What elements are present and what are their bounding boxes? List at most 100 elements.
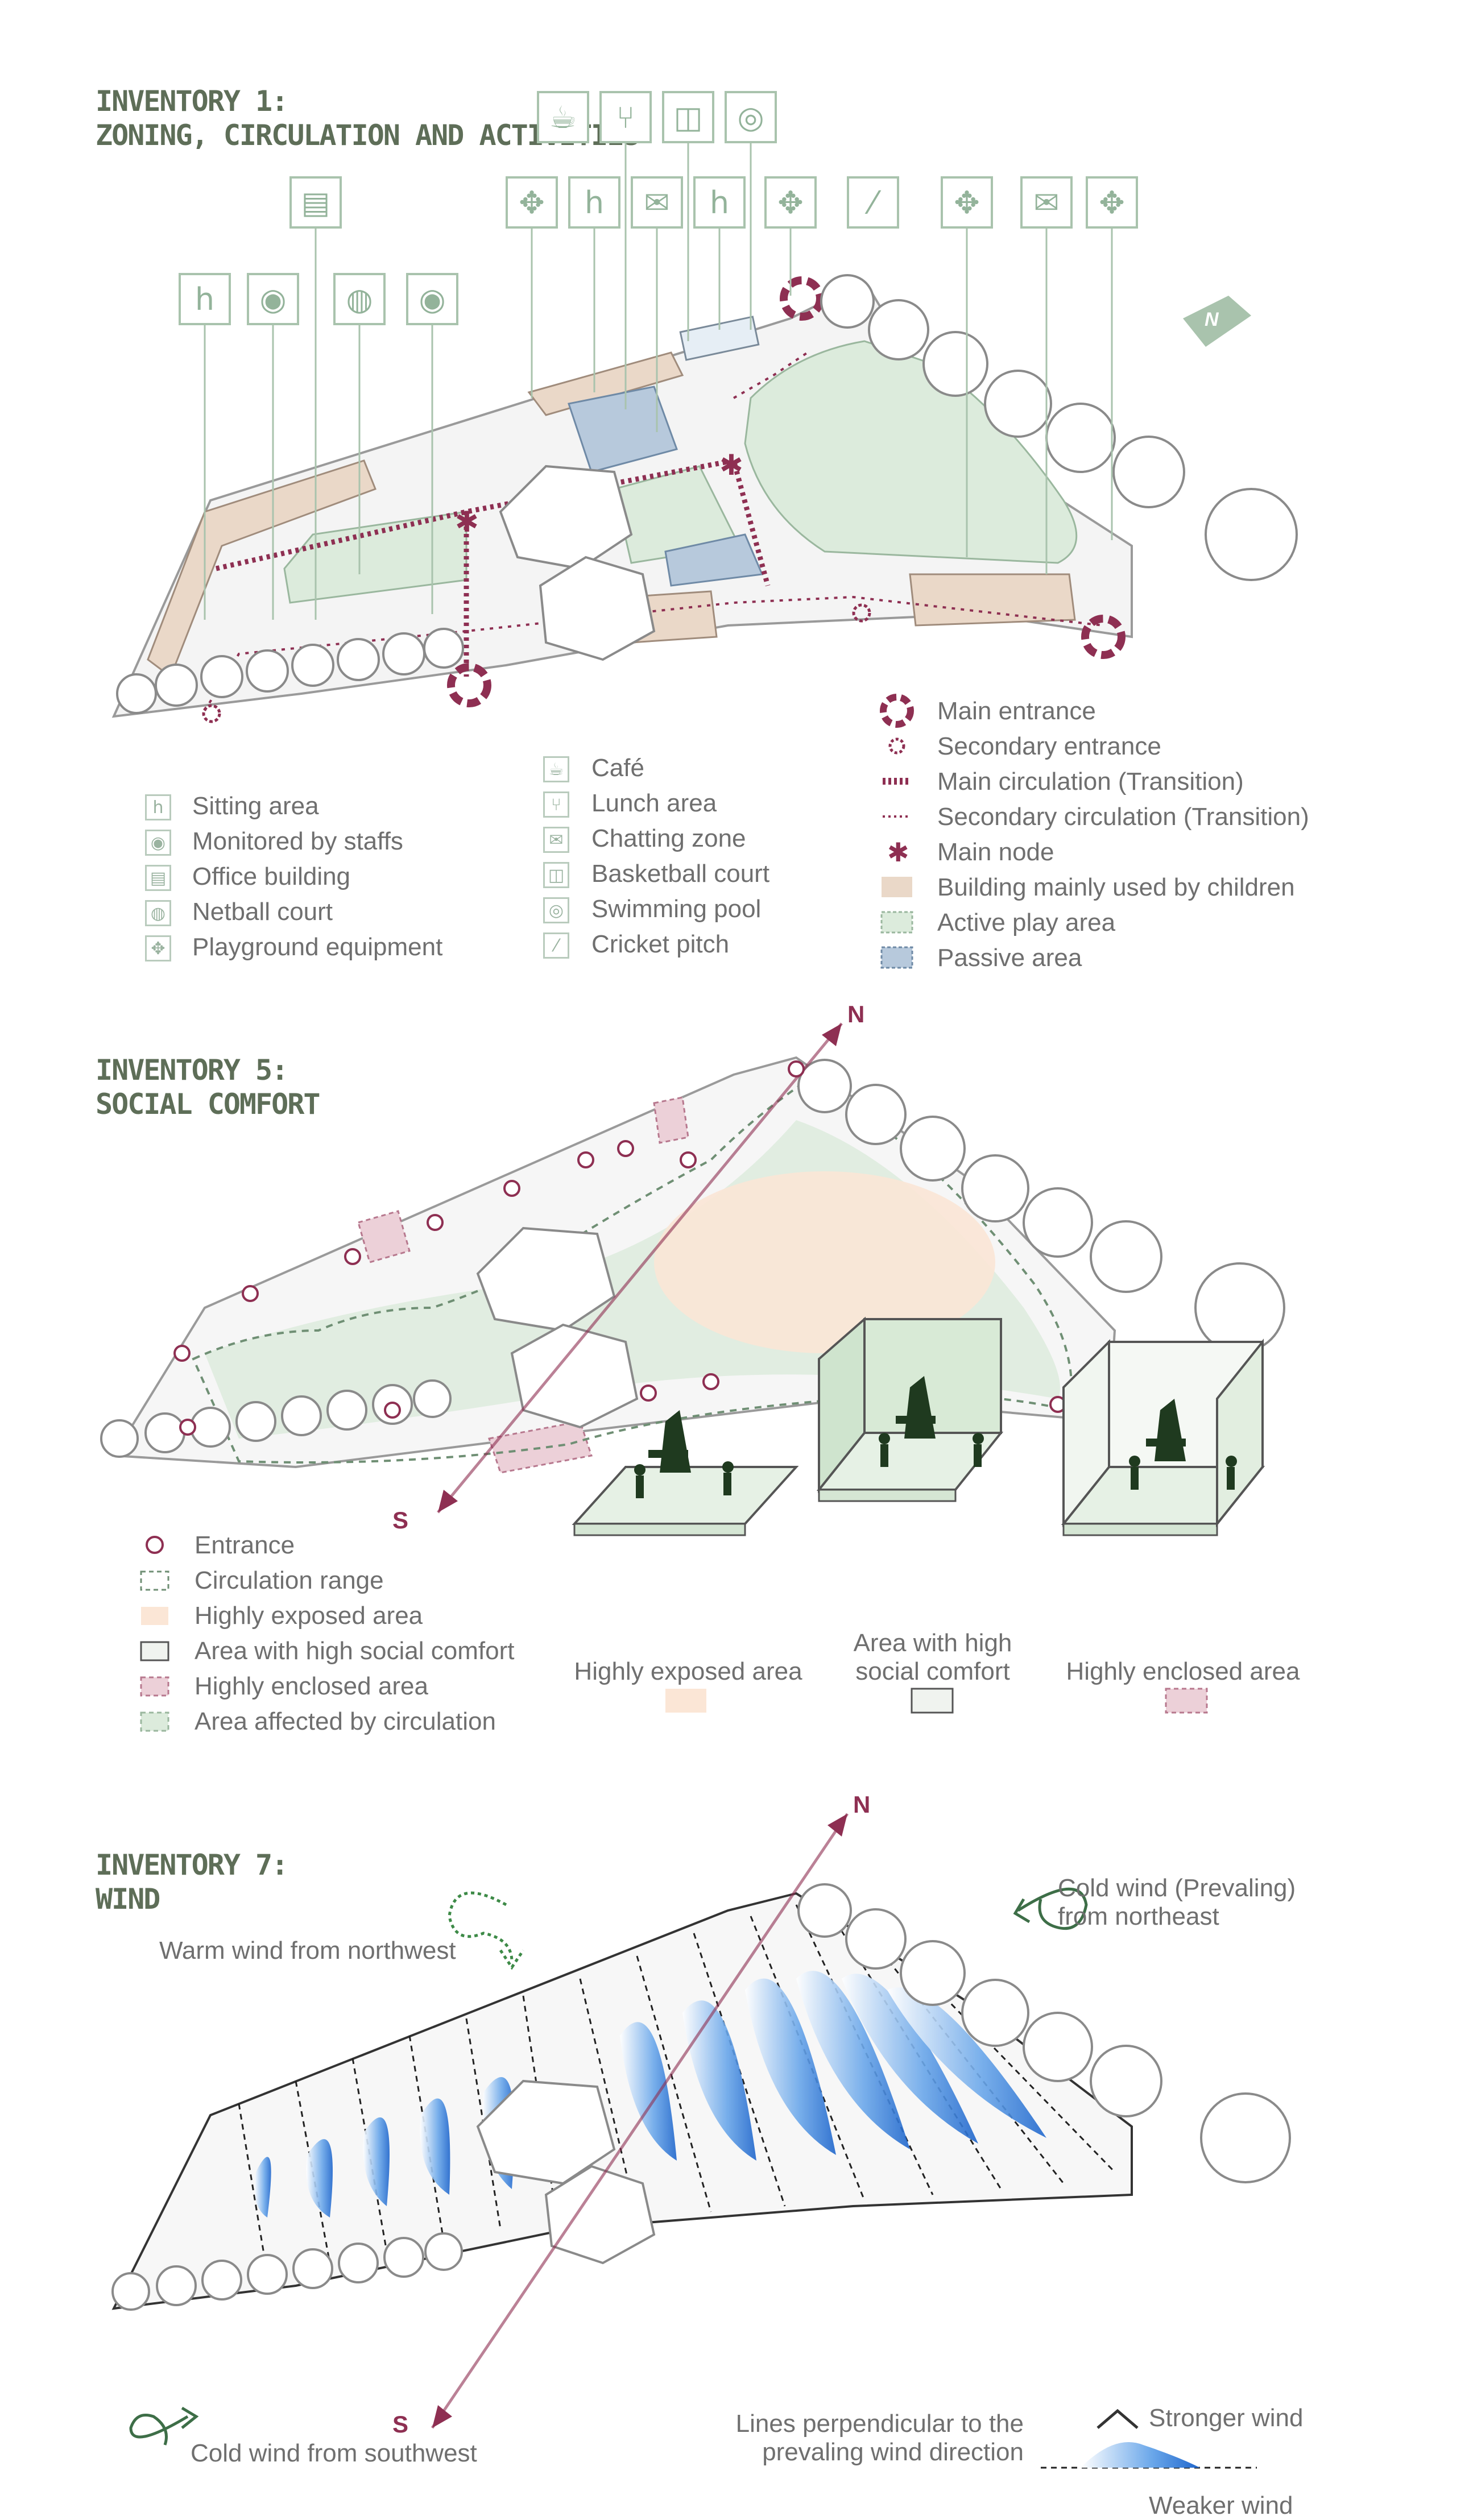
legend-circulation-range: Circulation range	[195, 1566, 384, 1594]
legend-lunch: Lunch area	[591, 789, 717, 817]
chair-icon: h	[179, 273, 231, 325]
cold-sw-wind-label: Cold wind from southwest	[191, 2439, 477, 2467]
chair-icon: h	[145, 794, 171, 820]
stronger-wind-label: Stronger wind	[1149, 2404, 1304, 2432]
south-label-inv5: S	[392, 1507, 409, 1533]
scene-exposed-label: Highly exposed area	[574, 1657, 802, 1685]
north-arrow-head	[822, 1023, 842, 1046]
main-entrance-2	[780, 276, 824, 321]
basketball-icon: ◫	[543, 862, 569, 888]
ball-icon: ◍	[145, 900, 171, 926]
highly-enclosed-legend	[140, 1676, 169, 1697]
basketball-icon: ◫	[662, 91, 714, 143]
legend-main-node: Main node	[937, 838, 1054, 866]
inventory7-title: INVENTORY 7: WIND	[96, 1848, 288, 1916]
playground-icon: ✥	[764, 176, 817, 229]
legend-social-comfort: Area with high social comfort	[195, 1637, 515, 1665]
secondary-circulation-path-2	[733, 351, 809, 399]
passive-marker	[880, 946, 913, 969]
main-entrance-1	[447, 663, 491, 707]
circulation-range-legend	[140, 1570, 169, 1591]
tree-row-east	[797, 1883, 1291, 2183]
highly-exposed-legend	[141, 1607, 168, 1625]
legend-chatting: Chatting zone	[591, 824, 746, 852]
north-label-inv1: N	[1205, 309, 1219, 330]
main-node-1: ✱	[455, 506, 479, 538]
swim-ring-icon: ◎	[725, 91, 777, 143]
entrance-legend-marker	[146, 1536, 164, 1554]
secondary-entrance-marker	[888, 737, 905, 755]
cricket-bat-icon: ⁄	[543, 932, 569, 959]
legend-secondary-circulation: Secondary circulation (Transition)	[937, 803, 1309, 831]
warm-wind-label: Warm wind from northwest	[159, 1937, 456, 1964]
scene-enclosed-swatch	[1165, 1688, 1208, 1714]
legend-entrance: Entrance	[195, 1531, 295, 1559]
highly-enclosed-area-1	[357, 1210, 411, 1263]
chair-icon: h	[568, 176, 620, 229]
cup-icon: ☕	[543, 756, 569, 782]
playground-icon: ✥	[941, 176, 993, 229]
cutlery-icon: ⑂	[599, 91, 652, 143]
scene-enclosed-label: Highly enclosed area	[1066, 1657, 1300, 1685]
legend-swimming: Swimming pool	[591, 895, 762, 923]
scene-comfort-label: Area with high social comfort	[853, 1629, 1012, 1685]
north-label-inv7: N	[853, 1791, 871, 1818]
legend-main-entrance: Main entrance	[937, 697, 1096, 725]
secondary-entrance-2	[852, 603, 871, 623]
main-node-2: ✱	[719, 449, 743, 481]
children-building-marker	[882, 877, 912, 897]
central-rocks	[499, 465, 656, 661]
tree-row-east	[797, 1059, 1285, 1353]
children-building-east	[909, 573, 1076, 627]
warm-wind-icon	[448, 1891, 525, 1970]
eye-icon: ◉	[247, 273, 299, 325]
legend-highly-exposed: Highly exposed area	[195, 1602, 423, 1630]
chat-icon: ✉	[543, 827, 569, 853]
legend-affected-circulation: Area affected by circulation	[195, 1707, 496, 1735]
legend-netball: Netball court	[192, 898, 333, 926]
chat-icon: ✉	[631, 176, 683, 229]
north-south-axis	[431, 1813, 849, 2429]
playground-icon: ✥	[506, 176, 558, 229]
inventory5-legend-markers	[140, 1536, 169, 1732]
north-label-inv5: N	[847, 1001, 865, 1027]
social-comfort-legend	[140, 1641, 169, 1661]
cold-ne-wind-icon	[1013, 1887, 1088, 1930]
south-arrow-head	[438, 1490, 458, 1512]
scene-social-comfort	[816, 1316, 1004, 1502]
north-arrow-badge	[1183, 296, 1251, 347]
highly-exposed-area	[654, 1171, 995, 1353]
main-entrance-marker	[880, 694, 914, 728]
active-play-west	[283, 511, 467, 604]
scene-exposed	[572, 1410, 799, 1536]
inventory1-section: INVENTORY 1: ZONING, CIRCULATION AND ACT…	[0, 0, 1473, 978]
tree-row-south	[111, 2232, 463, 2311]
highly-enclosed-area-3	[488, 1420, 593, 1474]
pool	[679, 316, 760, 361]
cup-icon: ☕	[537, 91, 589, 143]
swim-ring-icon: ◎	[543, 897, 569, 923]
scene-comfort-swatch	[911, 1688, 954, 1714]
legend-children-building: Building mainly used by children	[937, 873, 1295, 901]
children-building-north	[527, 351, 684, 416]
legend-office: Office building	[192, 863, 351, 890]
chair-icon: h	[693, 176, 746, 229]
legend-main-circulation: Main circulation (Transition)	[937, 768, 1244, 795]
scene-enclosed	[1061, 1338, 1265, 1536]
central-rocks	[476, 1226, 639, 1429]
legend-secondary-entrance: Secondary entrance	[937, 732, 1161, 760]
ball-icon: ◍	[333, 273, 386, 325]
highly-enclosed-area-2	[653, 1096, 689, 1144]
north-arrow-head	[827, 1814, 847, 1837]
wind-profile-legend	[1081, 2442, 1200, 2468]
legend-highly-enclosed: Highly enclosed area	[195, 1672, 428, 1700]
legend-passive: Passive area	[937, 944, 1082, 972]
legend-cricket: Cricket pitch	[591, 930, 730, 958]
legend-playground: Playground equipment	[192, 933, 443, 961]
cold-sw-wind-icon	[129, 2406, 199, 2446]
inventory1-legend-markers: ✱	[880, 694, 914, 969]
south-label-inv7: S	[392, 2411, 409, 2438]
cutlery-icon: ⑂	[543, 791, 569, 818]
eye-icon: ◉	[145, 830, 171, 856]
inventory7-section: INVENTORY 7: WIND	[0, 1763, 1473, 2519]
